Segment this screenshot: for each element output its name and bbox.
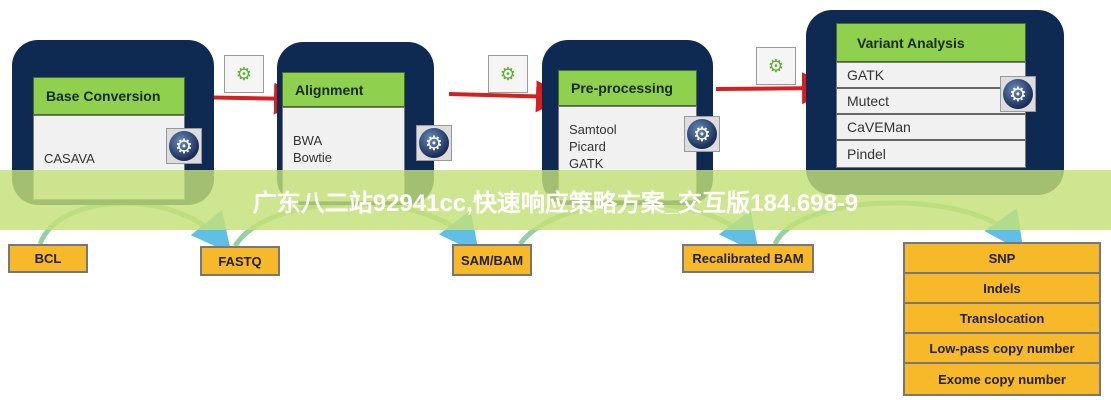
gear-icon[interactable]: ⚙ — [684, 116, 720, 152]
stage-title: Variant Analysis — [836, 23, 1026, 62]
workflow-icon: ⚙ — [488, 55, 528, 93]
workflow-icon: ⚙ — [756, 47, 796, 85]
tool: CaVEMan — [837, 115, 1025, 141]
output-fastq: FASTQ — [200, 246, 280, 276]
output-recalibrated-bam: Recalibrated BAM — [682, 244, 814, 273]
tool: CASAVA — [44, 151, 95, 166]
stage-title: Base Conversion — [33, 77, 185, 115]
tool: Picard — [569, 139, 606, 154]
stage-title: Alignment — [282, 72, 405, 107]
stage-title: Pre-processing — [558, 70, 697, 106]
gear-icon[interactable]: ⚙ — [166, 128, 202, 164]
workflow-icon: ⚙ — [224, 55, 264, 93]
output-bcl: BCL — [8, 244, 88, 273]
tool: GATK — [837, 63, 1025, 89]
tool: GATK — [569, 156, 604, 171]
tool: Samtool — [569, 122, 617, 137]
variant-type: Exome copy number — [938, 371, 1066, 387]
tool: Pindel — [837, 141, 1025, 167]
banner-text: 广东八二站92941cc,快速响应策略方案_交互版184.698-9 — [252, 189, 859, 217]
arrow-2 — [448, 80, 568, 113]
gear-icon[interactable]: ⚙ — [416, 125, 452, 161]
stage-tools: GATK Mutect CaVEMan Pindel — [836, 62, 1026, 168]
tool: BWA — [293, 133, 323, 148]
output-variants-table: SNP Indels Translocation Low-pass copy n… — [903, 242, 1101, 396]
output-sam-bam: SAM/BAM — [452, 244, 532, 276]
gear-icon[interactable]: ⚙ — [1000, 76, 1036, 112]
variant-type: Translocation — [905, 304, 1099, 334]
variant-type: Indels — [905, 274, 1099, 304]
overlay-banner: 广东八二站92941cc,快速响应策略方案_交互版184.698-9 — [0, 170, 1111, 230]
variant-type: Low-pass copy number — [905, 334, 1099, 364]
variant-type: SNP — [905, 244, 1099, 274]
tool: Mutect — [837, 89, 1025, 115]
tool: Bowtie — [293, 150, 333, 165]
